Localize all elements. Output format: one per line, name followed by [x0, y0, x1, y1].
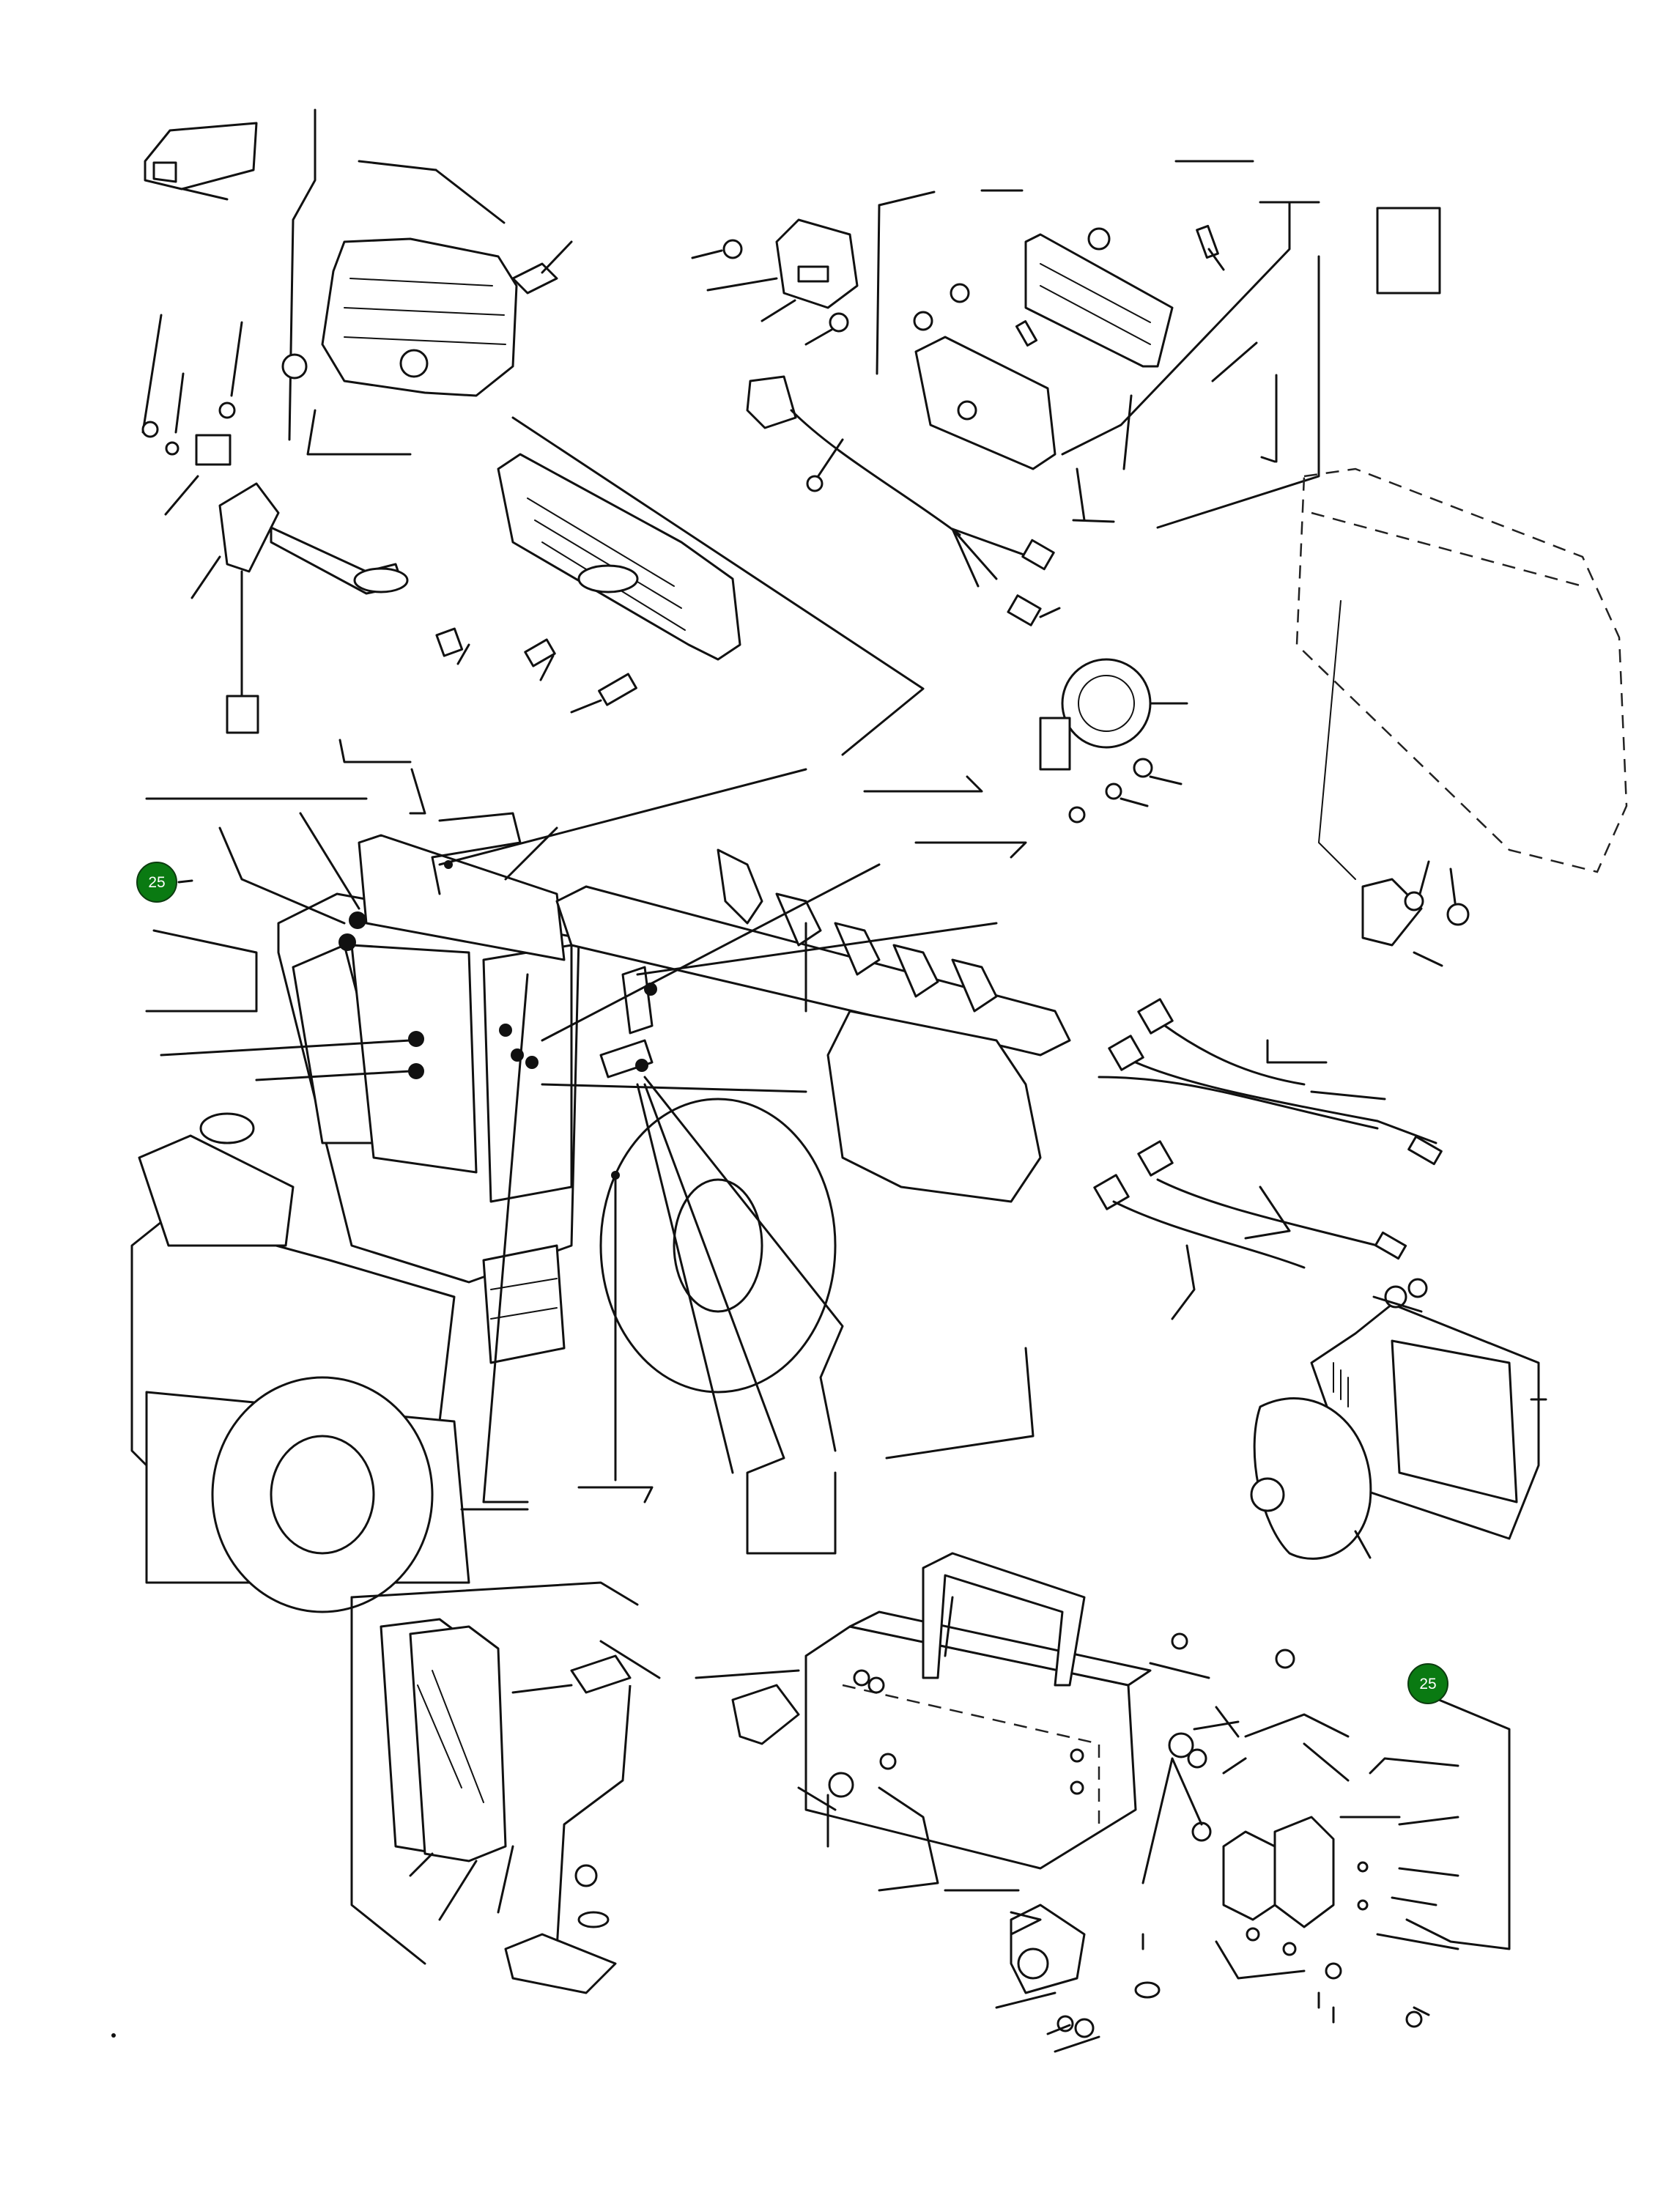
work-lamp-group	[141, 108, 573, 734]
corner-mark	[111, 2033, 116, 2038]
loader-machine-group	[130, 739, 1071, 1613]
callout-marker-icon[interactable]	[136, 862, 177, 903]
battery-box-group	[695, 1552, 1295, 2053]
leader-line	[177, 879, 193, 884]
callout-marker-icon[interactable]	[1407, 1663, 1448, 1704]
callout-label-2: 25	[1419, 1676, 1436, 1693]
flasher-unit-group	[1141, 1676, 1511, 2028]
horn-group	[1039, 658, 1188, 824]
bucket-outline-group	[1295, 467, 1628, 967]
rear-light-bar-group	[435, 416, 925, 756]
lead-wires-group	[1093, 998, 1443, 1320]
mirror-group	[350, 1581, 661, 1994]
relay-harness-group	[691, 190, 1061, 626]
fuse-box-group	[913, 160, 1441, 529]
callout-marker[interactable]: 25	[1407, 1663, 1448, 1704]
callout-marker[interactable]: 25	[136, 862, 177, 903]
callout-label-1: 25	[148, 874, 165, 891]
headlamp-square-group	[1250, 1278, 1547, 1560]
